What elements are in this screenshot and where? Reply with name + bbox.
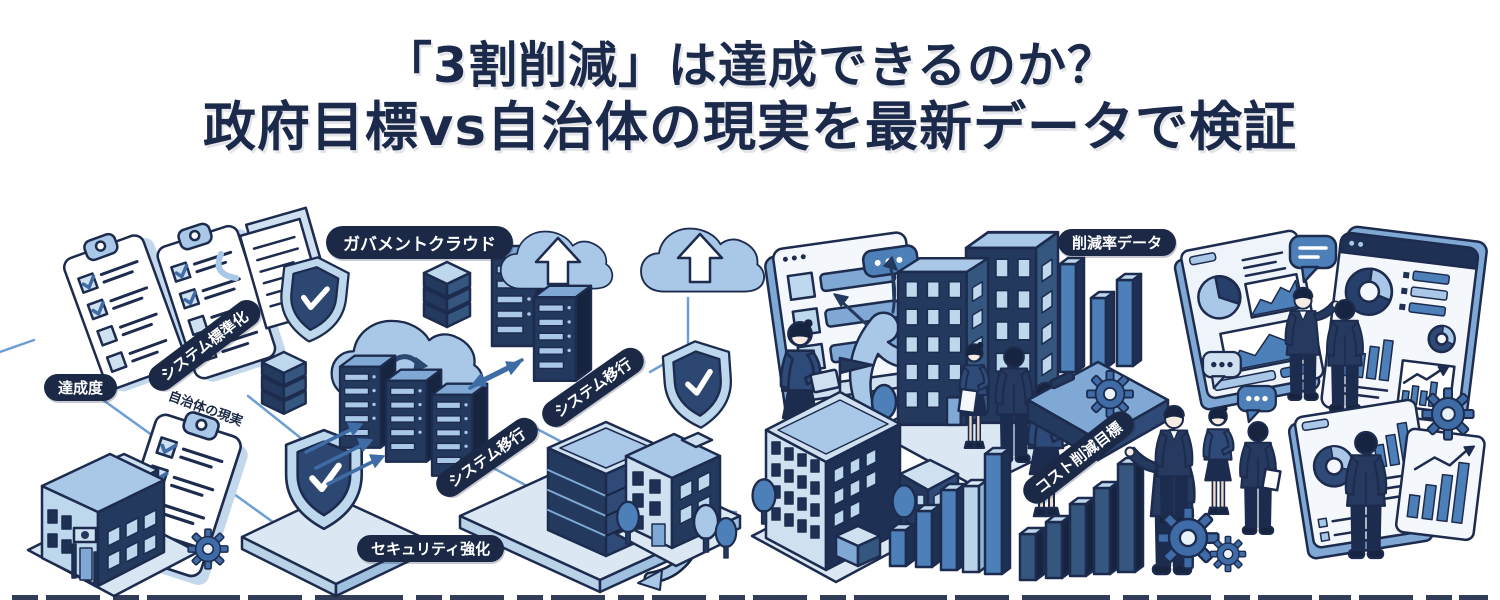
server-stack-icon: [260, 350, 307, 415]
gear-icon: [1421, 387, 1475, 441]
tablet-icon: [809, 368, 841, 394]
label-security-enhancement: セキュリティ強化: [357, 535, 505, 562]
upload-arrow-icon: [534, 236, 582, 286]
server-stack-icon: [422, 260, 472, 329]
government-building-icon: [26, 452, 200, 598]
upload-arrow-icon: [676, 232, 724, 284]
double-arrow-icon: [468, 358, 524, 390]
migration-arrows-icon: [304, 422, 385, 486]
swoosh-arrow-icon: [215, 251, 239, 281]
speech-bubble-icon: [1236, 384, 1277, 424]
kpi-platform-3d-bars: [1026, 256, 1170, 462]
cropped-caption-strip: [12, 595, 1488, 600]
label-government-cloud: ガバメントクラウド: [326, 226, 513, 259]
gear-icon: [1209, 535, 1247, 573]
flag-building-icon: [750, 356, 960, 584]
folder-icon: [957, 387, 979, 415]
bar-chart-3d-group: [1018, 456, 1145, 582]
page-title: 「3割削減」は達成できるのか？ 政府目標vs自治体の現実を最新データで検証: [0, 36, 1500, 160]
gear-icon: [1156, 506, 1220, 570]
office-building-icon: [614, 431, 738, 568]
bar-chart-3d-group: [888, 446, 1012, 576]
title-line-2: 政府目標vs自治体の現実を最新データで検証: [202, 96, 1298, 158]
dashboard-screen-icon: [1394, 427, 1486, 542]
server-rack-icon: [532, 284, 593, 382]
security-shield-icon: [662, 339, 734, 430]
paper-icon: [1261, 467, 1282, 492]
label-achievement: 達成度: [44, 374, 118, 401]
label-reduction-rate-data: 削減率データ: [1058, 229, 1177, 256]
gear-icon: [187, 528, 229, 570]
illustration-canvas: [0, 206, 1488, 598]
businesswoman: [1202, 404, 1235, 516]
title-line-1: 「3割削減」は達成できるのか？: [382, 37, 1118, 94]
security-shield-icon: [277, 254, 350, 345]
